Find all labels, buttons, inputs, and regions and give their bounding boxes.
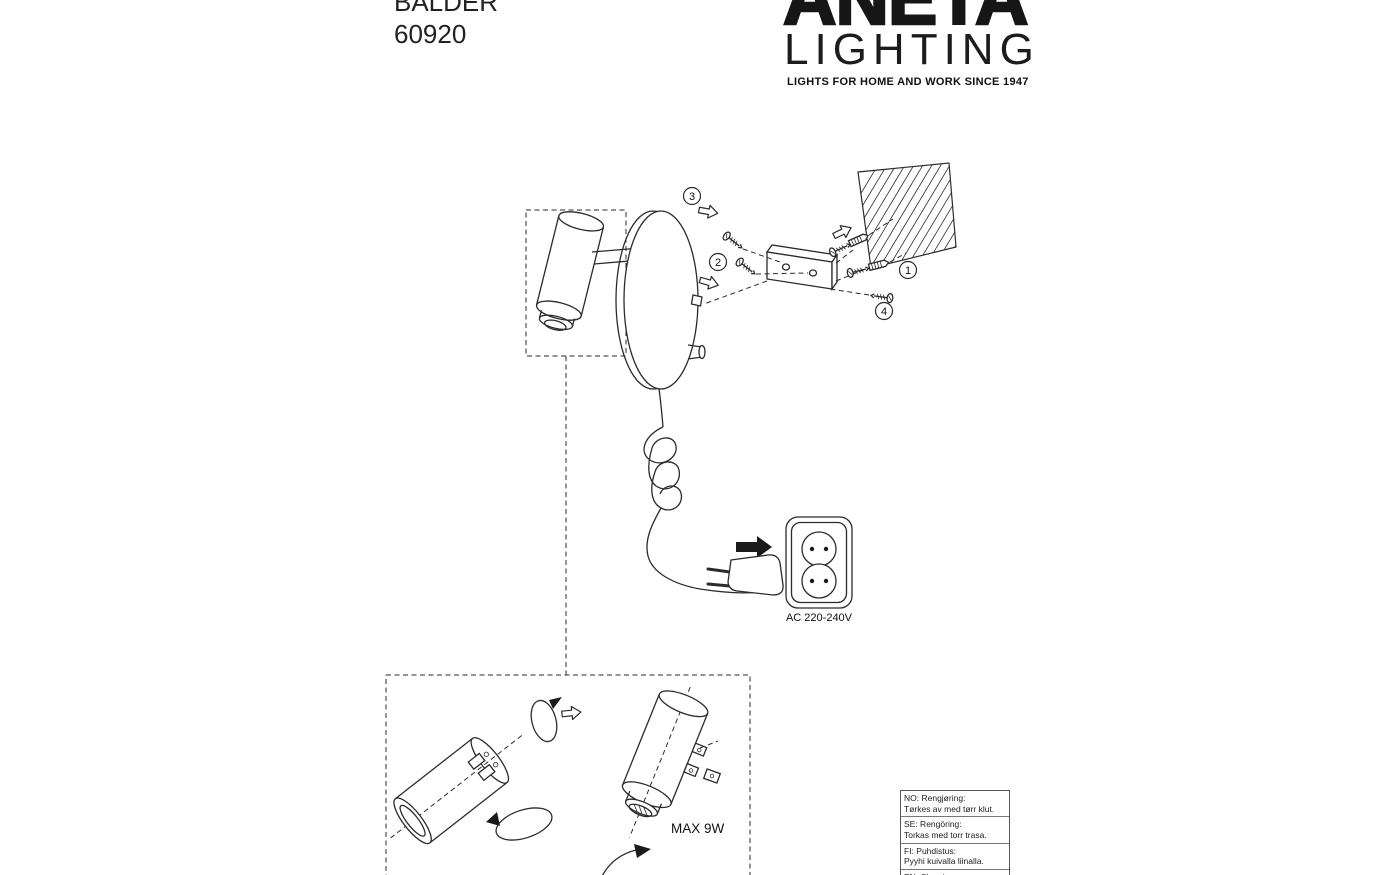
wall-section — [857, 162, 957, 269]
step-4-number: 4 — [881, 306, 887, 318]
rotation-curved-arrow — [601, 844, 651, 875]
care-row-en: EN: Cleaning: — [901, 870, 1009, 875]
wall-socket — [785, 516, 853, 609]
max-wattage-label: MAX 9W — [671, 821, 725, 836]
care-row-fi: FI: Puhdistus: Pyyhi kuivalla liinalla. — [901, 844, 1009, 870]
wall-screw-1 — [827, 239, 853, 259]
product-number: 60920 — [394, 19, 467, 49]
lamp-head-callout-box — [525, 209, 627, 357]
power-cable — [643, 388, 779, 594]
wall-plate — [615, 210, 706, 390]
care-se-text: Torkas med torr trasa. — [904, 829, 987, 840]
plug-direction-arrow — [736, 536, 772, 558]
care-no-title: NO: Rengjøring: — [904, 793, 966, 803]
detached-clip — [702, 768, 722, 784]
step3-arrow — [697, 202, 720, 221]
step-marker-1: 1 — [898, 260, 918, 280]
rotation-arrow-top — [530, 697, 562, 743]
step-marker-3: 3 — [682, 186, 702, 206]
bracket-screw-2 — [734, 256, 759, 278]
detail-lamp-head-right — [621, 686, 709, 838]
care-row-se: SE: Rengöring: Torkas med torr trasa. — [901, 817, 1009, 844]
detail-lamp-head-left — [390, 732, 525, 845]
fixing-screw — [869, 290, 894, 304]
care-instructions-box: NO: Rengjøring: Tørkes av med tørr klut.… — [900, 790, 1010, 875]
care-row-no: NO: Rengjøring: Tørkes av med tørr klut. — [901, 791, 1009, 818]
step-1-number: 1 — [905, 265, 911, 277]
bracket-screw-1 — [721, 230, 746, 252]
switch-knob — [687, 344, 706, 360]
brand-wordmark: ANETA — [782, 0, 1030, 37]
care-en-title: EN: Cleaning: — [904, 872, 1006, 875]
wall-arrow — [830, 221, 855, 243]
step-marker-2: 2 — [708, 252, 728, 272]
rotation-detail-box — [385, 674, 751, 875]
care-no-text: Tørkes av med tørr klut. — [904, 803, 995, 814]
brand-wordmark-sub: LIGHTING — [784, 25, 1040, 74]
care-se-title: SE: Rengöring: — [904, 819, 962, 830]
step-3-number: 3 — [689, 191, 695, 203]
mounting-hook — [690, 294, 703, 307]
power-plug — [706, 554, 784, 596]
step2-arrow — [697, 273, 721, 293]
step-2-number: 2 — [715, 257, 721, 269]
rotation-direction-arrow — [560, 704, 583, 722]
care-fi-title: FI: Puhdistus: — [904, 845, 956, 856]
clip-leader-line — [699, 740, 719, 749]
step-marker-4: 4 — [874, 301, 894, 321]
wall-screw-2 — [845, 263, 871, 279]
mounting-bracket — [765, 244, 839, 292]
product-name: BALDER — [394, 0, 499, 17]
care-fi-text: Pyyhi kuivalla liinalla. — [904, 856, 984, 867]
wall-anchor-1 — [847, 231, 871, 248]
rotation-arrow-bottom — [486, 807, 553, 841]
socket-voltage-label: AC 220-240V — [786, 612, 853, 624]
brand-tagline: LIGHTS FOR HOME AND WORK SINCE 1947 — [787, 76, 1029, 88]
lamp-shade — [535, 211, 605, 331]
